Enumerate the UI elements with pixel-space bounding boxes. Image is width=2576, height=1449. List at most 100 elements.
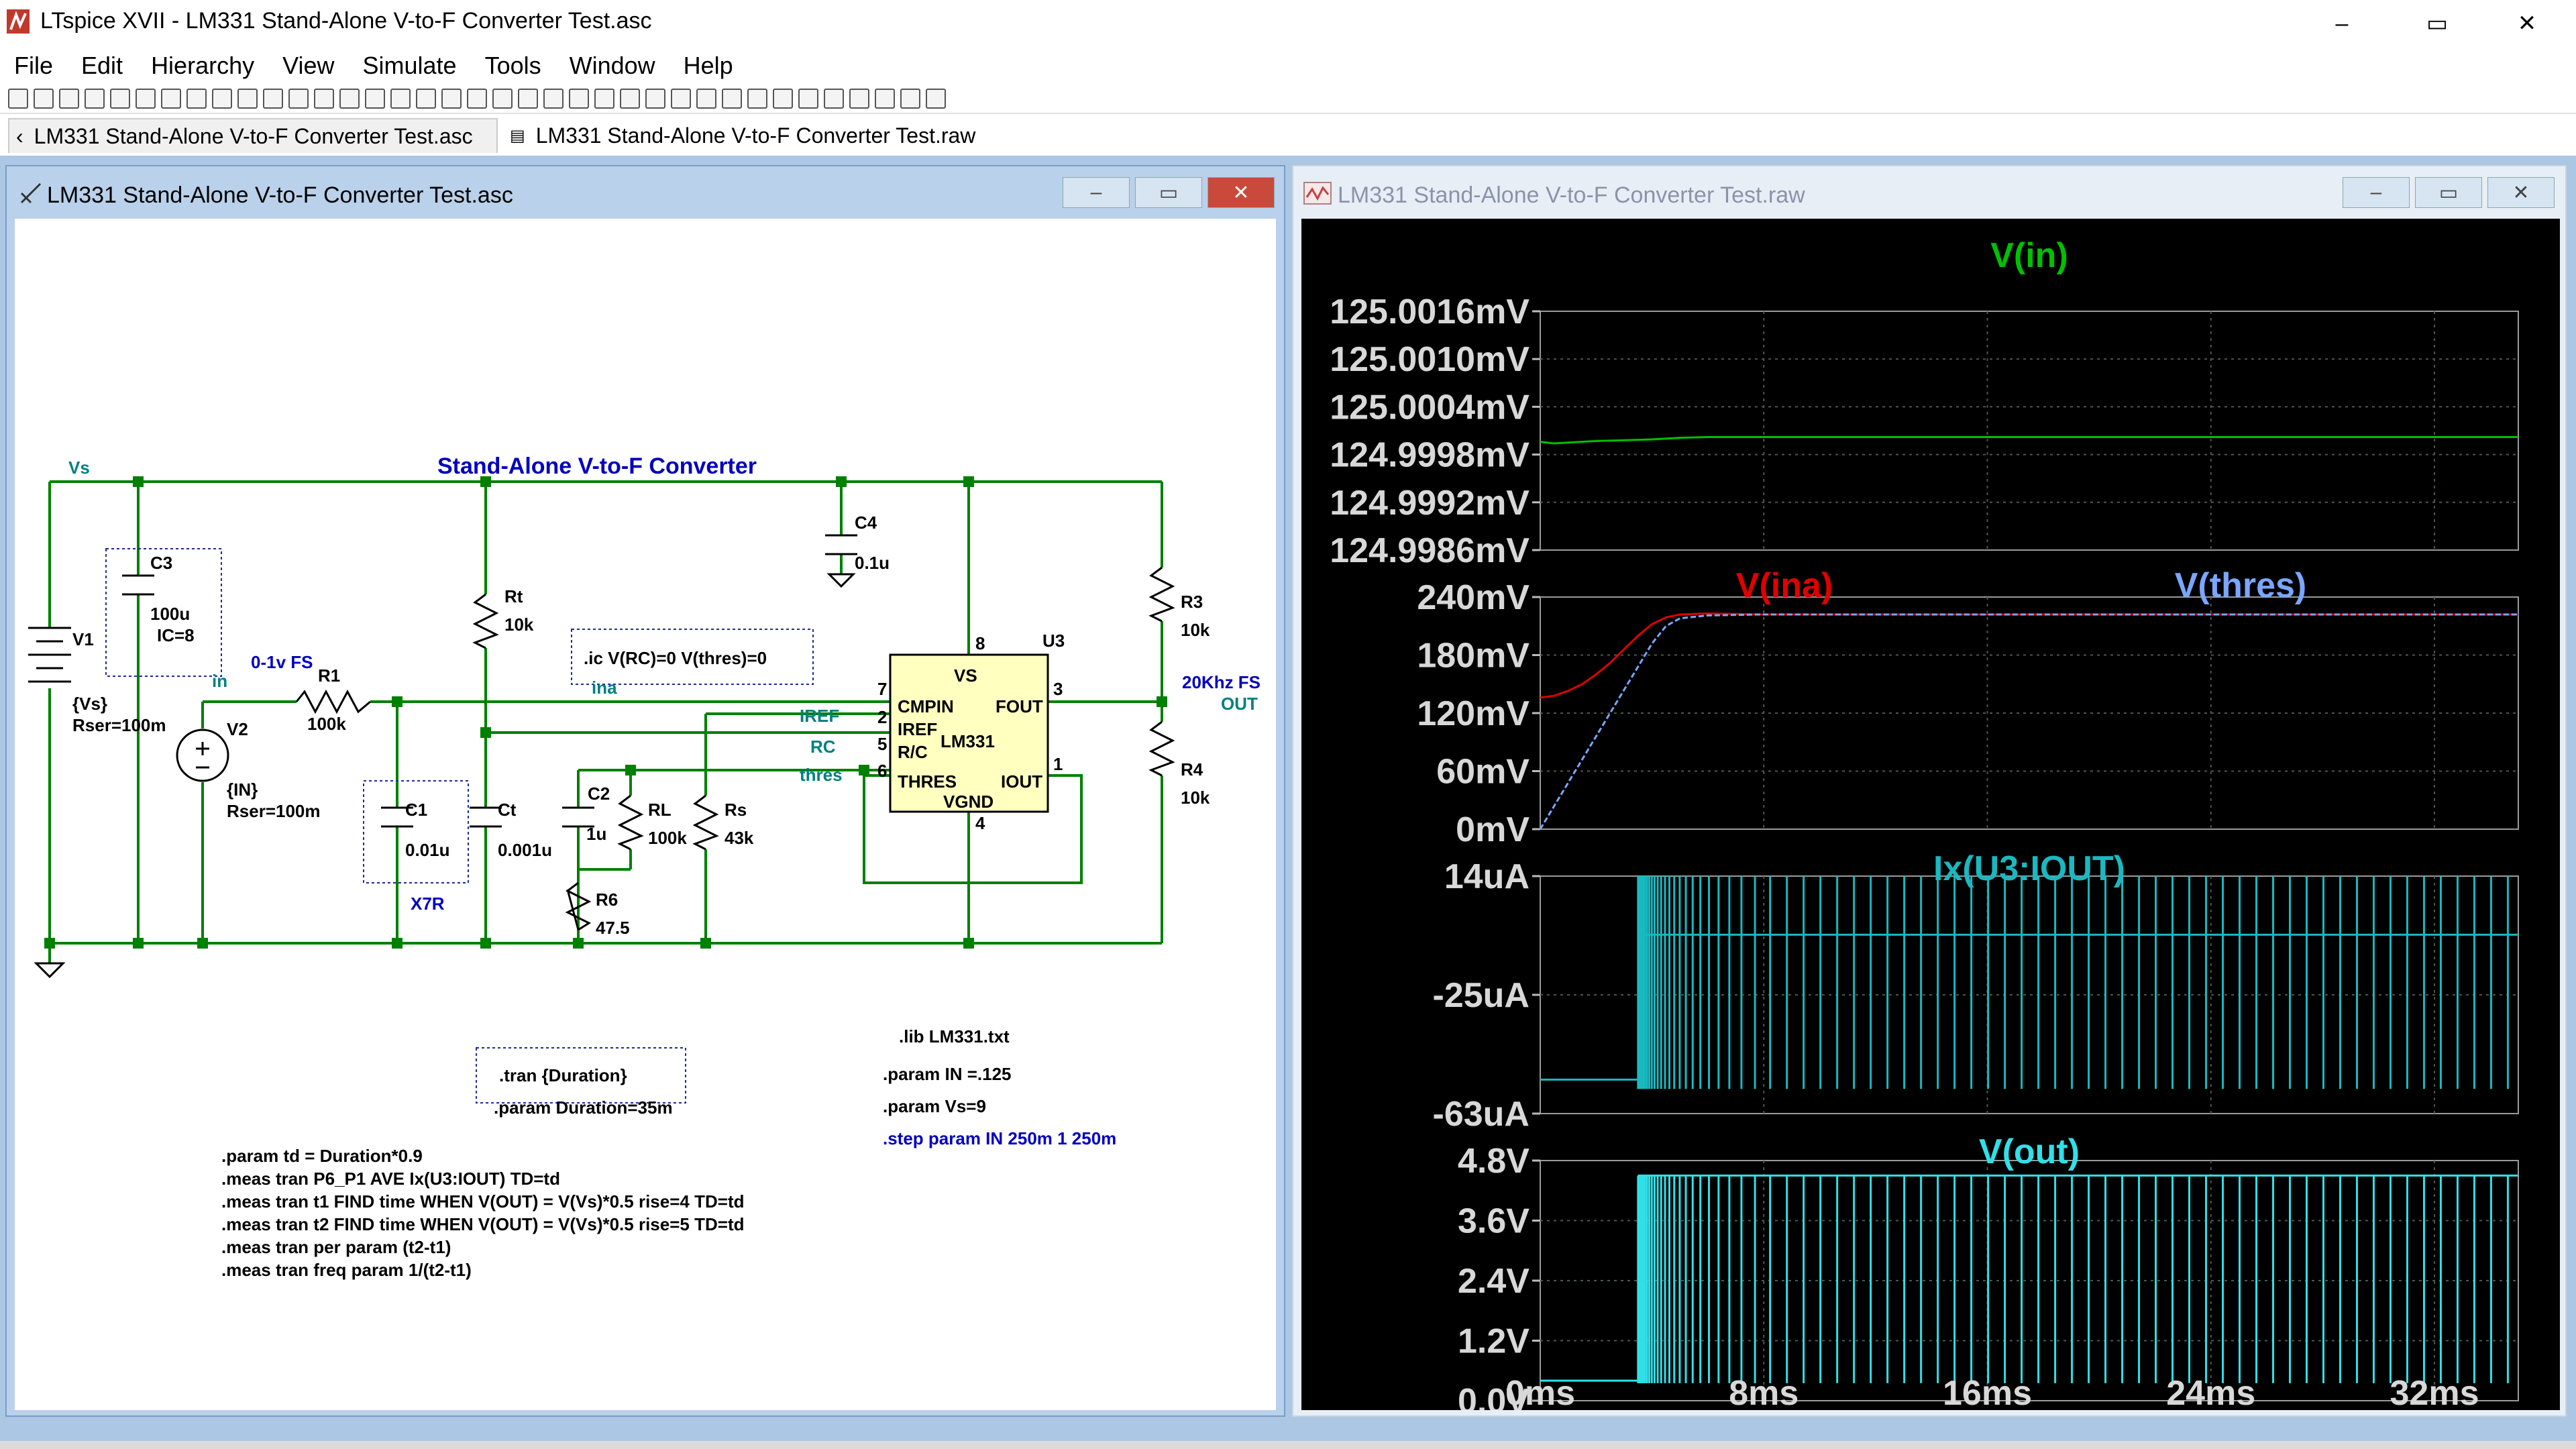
directive-meas-line[interactable]: .param td = Duration*0.9	[221, 1146, 423, 1166]
schematic-canvas[interactable]: Stand-Alone V-to-F Converter Vs in ina I…	[15, 219, 1276, 1410]
v1-rser[interactable]: Rser=100m	[72, 715, 166, 735]
r3-name[interactable]: R3	[1181, 592, 1203, 612]
close-button[interactable]: ✕	[2517, 11, 2537, 36]
cascade-icon[interactable]	[339, 89, 360, 109]
run-icon[interactable]	[110, 89, 130, 109]
undo-icon[interactable]	[798, 89, 818, 109]
mirror-icon[interactable]	[875, 89, 895, 109]
directive-param-in[interactable]: .param IN =.125	[883, 1064, 1012, 1084]
c1-value[interactable]: 0.01u	[405, 840, 450, 860]
lm331-body[interactable]	[889, 653, 1049, 813]
directive-meas-line[interactable]: .meas tran freq param 1/(t2-t1)	[221, 1260, 472, 1280]
wire-icon[interactable]	[543, 89, 564, 109]
r1-name[interactable]: R1	[318, 665, 340, 686]
schematic-maximize-button[interactable]: ▭	[1135, 177, 1202, 208]
rl-name[interactable]: RL	[648, 800, 672, 820]
diode-icon[interactable]	[696, 89, 716, 109]
r6-value[interactable]: 47.5	[596, 918, 630, 938]
control-panel-icon[interactable]	[85, 89, 105, 109]
rt-value[interactable]: 10k	[504, 614, 534, 635]
rt-name[interactable]: Rt	[504, 586, 523, 606]
c3-ic[interactable]: IC=8	[157, 625, 195, 645]
halt-icon[interactable]	[136, 89, 156, 109]
directive-meas-line[interactable]: .meas tran per param (t2-t1)	[221, 1237, 451, 1257]
directive-step[interactable]: .step param IN 250m 1 250m	[883, 1128, 1116, 1148]
c2-value[interactable]: 1u	[586, 824, 606, 844]
rs-value[interactable]: 43k	[724, 828, 754, 848]
autorange-icon[interactable]	[263, 89, 283, 109]
tab-waveform[interactable]: ▤ LM331 Stand-Alone V-to-F Converter Tes…	[503, 118, 986, 153]
redo-icon[interactable]	[824, 89, 844, 109]
ct-value[interactable]: 0.001u	[498, 840, 552, 860]
paste-icon[interactable]	[441, 89, 462, 109]
c2-name[interactable]: C2	[588, 784, 610, 804]
v2-rser[interactable]: Rser=100m	[227, 801, 321, 821]
menu-file[interactable]: File	[14, 52, 54, 79]
new-file-icon[interactable]	[8, 89, 28, 109]
menu-simulate[interactable]: Simulate	[362, 52, 457, 79]
spice-directive-icon[interactable]	[926, 89, 946, 109]
directive-lib[interactable]: .lib LM331.txt	[899, 1026, 1010, 1046]
v1-name[interactable]: V1	[72, 629, 94, 649]
inductor-icon[interactable]	[671, 89, 691, 109]
waveform-minimize-button[interactable]: –	[2343, 177, 2410, 208]
r6-name[interactable]: R6	[596, 890, 618, 910]
print-icon[interactable]	[492, 89, 513, 109]
tile-horizontal-icon[interactable]	[314, 89, 334, 109]
ct-name[interactable]: Ct	[498, 800, 517, 820]
directive-param-vs[interactable]: .param Vs=9	[883, 1096, 986, 1116]
menu-hierarchy[interactable]: Hierarchy	[151, 52, 255, 79]
minimize-button[interactable]: –	[2335, 10, 2349, 36]
directive-ic[interactable]: .ic V(RC)=0 V(thres)=0	[584, 648, 767, 668]
waveform-close-button[interactable]: ✕	[2487, 177, 2555, 208]
text-icon[interactable]	[900, 89, 920, 109]
r1-value[interactable]: 100k	[307, 714, 346, 734]
v2-value[interactable]: {IN}	[227, 780, 258, 800]
component-icon[interactable]	[722, 89, 742, 109]
find-icon[interactable]	[467, 89, 487, 109]
r4-name[interactable]: R4	[1181, 759, 1203, 780]
c1-name[interactable]: C1	[405, 800, 427, 820]
menu-window[interactable]: Window	[569, 52, 655, 79]
u3-name[interactable]: U3	[1042, 631, 1065, 651]
menu-tools[interactable]: Tools	[484, 52, 541, 79]
c4-value[interactable]: 0.1u	[855, 553, 890, 573]
maximize-button[interactable]: ▭	[2426, 11, 2449, 36]
schematic-close-button[interactable]: ✕	[1208, 177, 1275, 208]
schematic-minimize-button[interactable]: –	[1063, 177, 1130, 208]
c3-name[interactable]: C3	[150, 553, 172, 573]
close-window-icon[interactable]	[365, 89, 385, 109]
resistor-icon[interactable]	[620, 89, 640, 109]
zoom-fit-icon[interactable]	[237, 89, 258, 109]
pan-icon[interactable]	[186, 89, 207, 109]
directive-meas-line[interactable]: .meas tran t1 FIND time WHEN V(OUT) = V(…	[221, 1191, 744, 1212]
menu-help[interactable]: Help	[683, 52, 733, 79]
tab-schematic[interactable]: ‹ LM331 Stand-Alone V-to-F Converter Tes…	[8, 118, 498, 153]
zoom-in-icon[interactable]	[161, 89, 181, 109]
print-preview-icon[interactable]	[518, 89, 538, 109]
copy-icon[interactable]	[416, 89, 436, 109]
save-icon[interactable]	[59, 89, 79, 109]
waveform-maximize-button[interactable]: ▭	[2415, 177, 2482, 208]
rs-name[interactable]: Rs	[724, 800, 747, 820]
zoom-out-icon[interactable]	[212, 89, 232, 109]
cut-icon[interactable]	[390, 89, 411, 109]
c3-value[interactable]: 100u	[150, 604, 190, 624]
label-net-icon[interactable]	[594, 89, 614, 109]
v1-value[interactable]: {Vs}	[72, 694, 107, 714]
ground-icon[interactable]	[569, 89, 589, 109]
directive-tran[interactable]: .tran {Duration}	[499, 1065, 627, 1085]
directive-meas-line[interactable]: .meas tran P6_P1 AVE Ix(U3:IOUT) TD=td	[221, 1169, 560, 1189]
menu-view[interactable]: View	[282, 52, 335, 79]
open-file-icon[interactable]	[34, 89, 54, 109]
rotate-icon[interactable]	[849, 89, 869, 109]
rl-value[interactable]: 100k	[648, 828, 687, 848]
r4-value[interactable]: 10k	[1181, 788, 1210, 808]
directive-meas-line[interactable]: .meas tran t2 FIND time WHEN V(OUT) = V(…	[221, 1214, 744, 1234]
tile-vertical-icon[interactable]	[288, 89, 309, 109]
move-icon[interactable]	[747, 89, 767, 109]
directive-duration[interactable]: .param Duration=35m	[494, 1097, 673, 1118]
c4-name[interactable]: C4	[855, 513, 877, 533]
menu-edit[interactable]: Edit	[81, 52, 123, 79]
